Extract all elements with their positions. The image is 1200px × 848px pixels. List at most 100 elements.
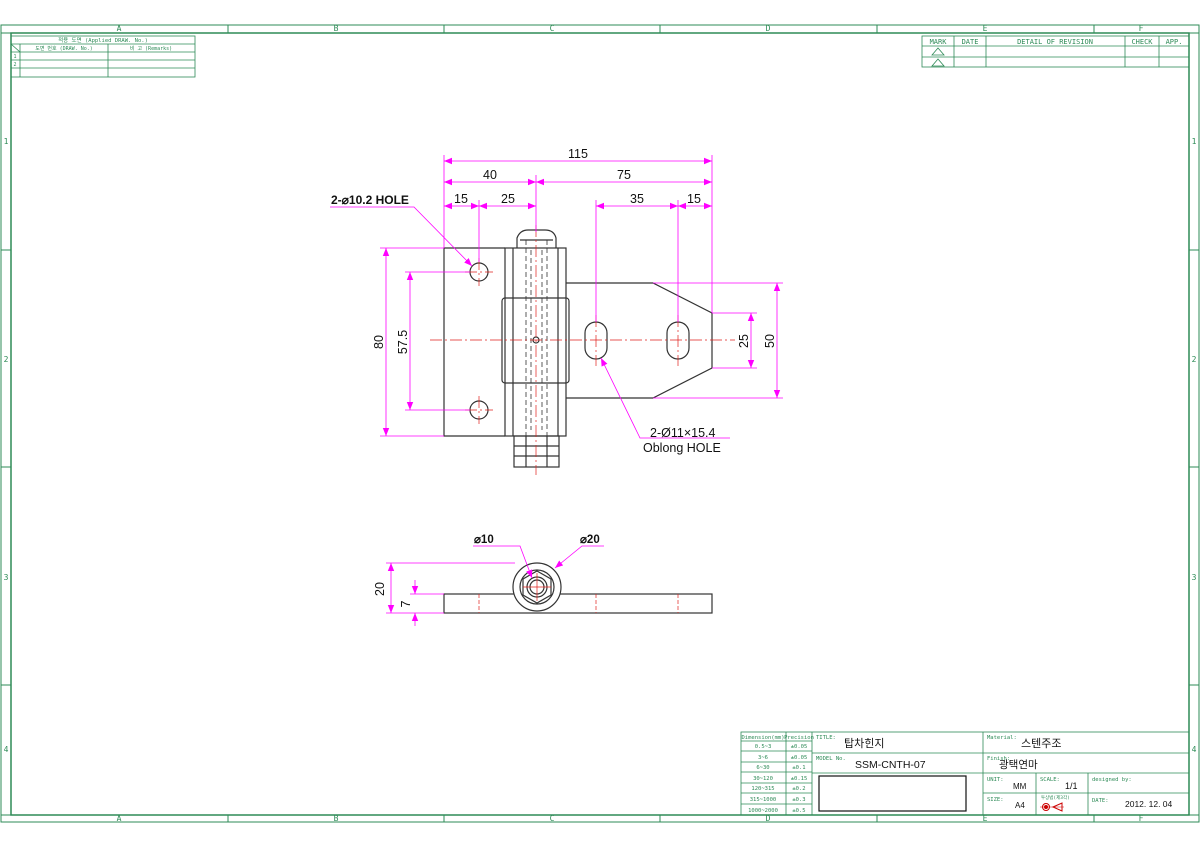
row-labels: 1 2 3 4 1 2 3 4 <box>4 137 1197 754</box>
dim-left-leaf: 40 <box>483 168 497 182</box>
row-label: 2 <box>1192 355 1197 364</box>
dim-height-right: 50 <box>763 334 777 348</box>
tolerance-range: 30~120 <box>753 776 773 782</box>
projection-symbol-icon <box>1040 802 1064 812</box>
tolerance-value: ±0.05 <box>791 744 808 750</box>
dim-side-height: 20 <box>373 582 387 596</box>
col-label: D <box>766 814 771 823</box>
drawing-title: 탑차힌지 <box>844 737 884 750</box>
dim-slot-edge: 15 <box>687 192 701 206</box>
dim-overall-length: 115 <box>568 147 588 161</box>
revision-header-detail: DETAIL OF REVISION <box>1017 38 1093 46</box>
row-label: 4 <box>1192 745 1197 754</box>
title-block: Dimension(mm) Precision 0.5~3 ±0.05 3~6 … <box>740 731 1190 816</box>
applied-drawing-table: 적용 도면 (Applied DRAW. No.) 도면 번호 (DRAW. N… <box>10 35 196 78</box>
side-part-outline <box>443 562 713 614</box>
designed-label: designed by: <box>1092 777 1132 783</box>
revision-header-check: CHECK <box>1131 38 1153 46</box>
revision-header-app: APP. <box>1166 38 1183 46</box>
unit-label: UNIT: <box>987 777 1004 783</box>
applied-table-col1: 도면 번호 (DRAW. No.) <box>35 45 93 52</box>
side-centerlines <box>478 573 679 613</box>
size-label: SIZE: <box>987 797 1004 803</box>
model-number: SSM-CNTH-07 <box>855 759 926 771</box>
dim-knuckle-dia: ⌀20 <box>580 534 600 546</box>
row-label: 3 <box>1192 573 1197 582</box>
column-labels: A B C D E F A B C D E F <box>117 24 1144 823</box>
dim-slot-spacing: 35 <box>630 192 644 206</box>
unit-value: MM <box>1013 782 1027 791</box>
row-label: 2 <box>4 355 9 364</box>
col-label: F <box>1139 24 1144 33</box>
dim-right-leaf: 75 <box>617 168 631 182</box>
tolerance-value: ±0.3 <box>792 797 805 803</box>
col-label: F <box>1139 814 1144 823</box>
dim-height-left: 80 <box>372 335 386 349</box>
applied-table-row-number: 2 <box>13 62 16 68</box>
side-dimension-lines <box>386 545 604 626</box>
slot-note-line2: Oblong HOLE <box>643 441 721 455</box>
dimension-lines <box>330 155 783 439</box>
col-label: B <box>334 814 339 823</box>
dimension-texts: 115 40 75 15 25 35 15 80 57.5 50 25 <box>372 147 777 354</box>
revision-header-date: DATE <box>962 38 979 46</box>
col-label: D <box>766 24 771 33</box>
col-label: B <box>334 24 339 33</box>
col-label: E <box>983 24 988 33</box>
tolerance-range: 0.5~3 <box>755 744 772 750</box>
row-label: 1 <box>4 137 9 146</box>
material-label: Material: <box>987 735 1017 741</box>
tolerance-header-prec: Precision <box>784 735 814 741</box>
dim-hole-offset: 15 <box>454 192 468 206</box>
finish-value: 광택연마 <box>999 759 1038 771</box>
col-label: A <box>117 24 122 33</box>
dim-pin-dia: ⌀10 <box>474 534 494 546</box>
applied-table-header: 적용 도면 (Applied DRAW. No.) <box>58 36 148 44</box>
hinge-part-outline <box>443 229 713 468</box>
col-label: E <box>983 814 988 823</box>
sheet-border <box>0 24 1200 823</box>
tolerance-range: 3~6 <box>758 755 768 761</box>
row-label: 4 <box>4 745 9 754</box>
size-value: A4 <box>1015 801 1025 810</box>
projection-label: 투상법(제3각) <box>1041 794 1070 801</box>
tolerance-range: 1000~2000 <box>748 808 778 814</box>
tolerance-range: 315~1000 <box>750 797 777 803</box>
hole-note: 2-⌀10.2 HOLE <box>331 193 409 207</box>
applied-table-col2: 비 고 (Remarks) <box>130 45 172 52</box>
slot-note-line1: 2-Ø11×15.4 <box>650 426 715 440</box>
col-label: A <box>117 814 122 823</box>
stamp-box <box>818 775 967 812</box>
dim-thickness: 7 <box>399 600 413 607</box>
tolerance-value: ±0.2 <box>792 786 805 792</box>
front-view: 115 40 75 15 25 35 15 80 57.5 50 25 2-⌀1… <box>330 147 783 475</box>
model-label: MODEL No. <box>816 756 846 762</box>
col-label: C <box>550 814 555 823</box>
applied-table-row-number: 1 <box>13 54 16 60</box>
date-label: DATE: <box>1092 798 1109 804</box>
tolerance-range: 6~30 <box>756 765 769 771</box>
scale-value: 1/1 <box>1065 781 1078 791</box>
hidden-lines <box>525 240 548 436</box>
tolerance-value: ±0.15 <box>791 776 808 782</box>
tolerance-value: ±0.05 <box>791 755 808 761</box>
revision-table: MARK DATE DETAIL OF REVISION CHECK APP. <box>921 35 1190 68</box>
row-label: 3 <box>4 573 9 582</box>
date-value: 2012. 12. 04 <box>1125 799 1173 809</box>
title-label: TITLE: <box>816 735 836 741</box>
tolerance-range: 120~315 <box>751 786 774 792</box>
scale-label: SCALE: <box>1040 777 1060 783</box>
revision-header-mark: MARK <box>930 38 948 46</box>
material-value: 스텐주조 <box>1021 737 1061 750</box>
dim-slot-center: 25 <box>737 334 751 348</box>
side-view: 20 7 ⌀10 ⌀20 <box>373 534 713 626</box>
tolerance-header-dim: Dimension(mm) <box>741 735 784 741</box>
dim-hole-pitch: 57.5 <box>396 330 410 354</box>
tolerance-value: ±0.1 <box>792 765 805 771</box>
tolerance-value: ±0.5 <box>792 808 805 814</box>
col-label: C <box>550 24 555 33</box>
dim-hole-to-pin: 25 <box>501 192 515 206</box>
row-label: 1 <box>1192 137 1197 146</box>
finish-label: Finish: <box>987 756 1010 762</box>
